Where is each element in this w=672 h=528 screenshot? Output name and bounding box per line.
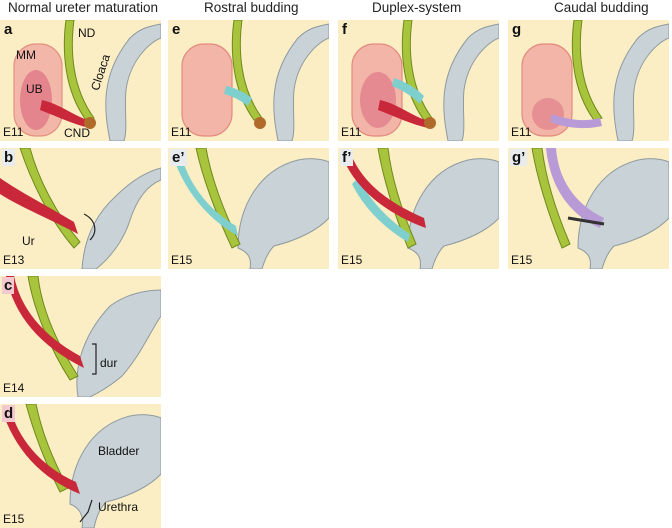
panel-e-prime-drawing — [172, 148, 329, 269]
panel-a-letter: a — [4, 21, 13, 38]
panel-b-letter: b — [2, 149, 16, 166]
panel-e: e E11 — [168, 20, 329, 141]
panel-d-drawing — [2, 404, 161, 528]
label-ur: Ur — [22, 234, 35, 248]
panel-e-drawing — [181, 20, 329, 141]
panel-b: b Ur E13 — [0, 148, 161, 269]
label-ub: UB — [26, 82, 43, 96]
panel-d: d Bladder Urethra E15 — [0, 404, 161, 528]
panel-g-drawing — [521, 20, 669, 141]
column-title-rostral: Rostral budding — [204, 0, 299, 15]
panel-f-prime: f’ E15 — [338, 148, 499, 269]
panel-g-stage: E11 — [511, 125, 532, 139]
panel-f-prime-drawing — [342, 148, 499, 269]
panel-g-prime-stage: E15 — [511, 253, 533, 267]
panel-f-drawing — [351, 20, 499, 141]
column-title-normal: Normal ureter maturation — [8, 0, 159, 15]
panel-f-prime-letter: f’ — [340, 149, 354, 166]
panel-e-prime-stage: E15 — [171, 253, 193, 267]
panel-c-drawing — [6, 276, 161, 397]
label-dur: dur — [100, 356, 118, 370]
panel-c: c dur E14 — [0, 276, 161, 397]
panel-g-prime-letter: g’ — [510, 149, 528, 166]
panel-a-stage: E11 — [3, 125, 24, 139]
panel-g-prime-drawing — [531, 148, 669, 269]
panel-a-drawing — [13, 20, 161, 141]
panel-b-drawing — [0, 148, 161, 269]
label-cnd: CND — [64, 126, 90, 140]
panel-g-prime: g’ E15 — [508, 148, 669, 269]
label-urethra: Urethra — [98, 500, 139, 514]
panel-c-stage: E14 — [3, 381, 25, 395]
panel-g-letter: g — [512, 21, 522, 38]
column-title-duplex: Duplex-system — [372, 0, 462, 15]
label-bladder: Bladder — [98, 444, 140, 458]
panel-g: g E11 — [508, 20, 669, 141]
label-nd: ND — [78, 26, 96, 40]
panel-f: f E11 — [338, 20, 499, 141]
panel-e-letter: e — [172, 21, 181, 38]
panel-f-prime-stage: E15 — [341, 253, 363, 267]
panel-f-letter: f — [342, 21, 347, 38]
panel-d-stage: E15 — [3, 512, 25, 526]
panel-e-prime: e’ E15 — [168, 148, 329, 269]
panel-a: a ND MM UB Cloaca CND E11 — [0, 20, 161, 141]
panel-e-prime-letter: e’ — [170, 149, 187, 166]
panel-f-stage: E11 — [341, 125, 362, 139]
column-title-caudal: Caudal budding — [554, 0, 649, 15]
panel-b-stage: E13 — [3, 253, 25, 267]
panel-c-letter: c — [2, 277, 15, 294]
label-mm: MM — [16, 48, 36, 62]
panel-d-letter: d — [2, 405, 16, 422]
panel-e-stage: E11 — [171, 125, 192, 139]
